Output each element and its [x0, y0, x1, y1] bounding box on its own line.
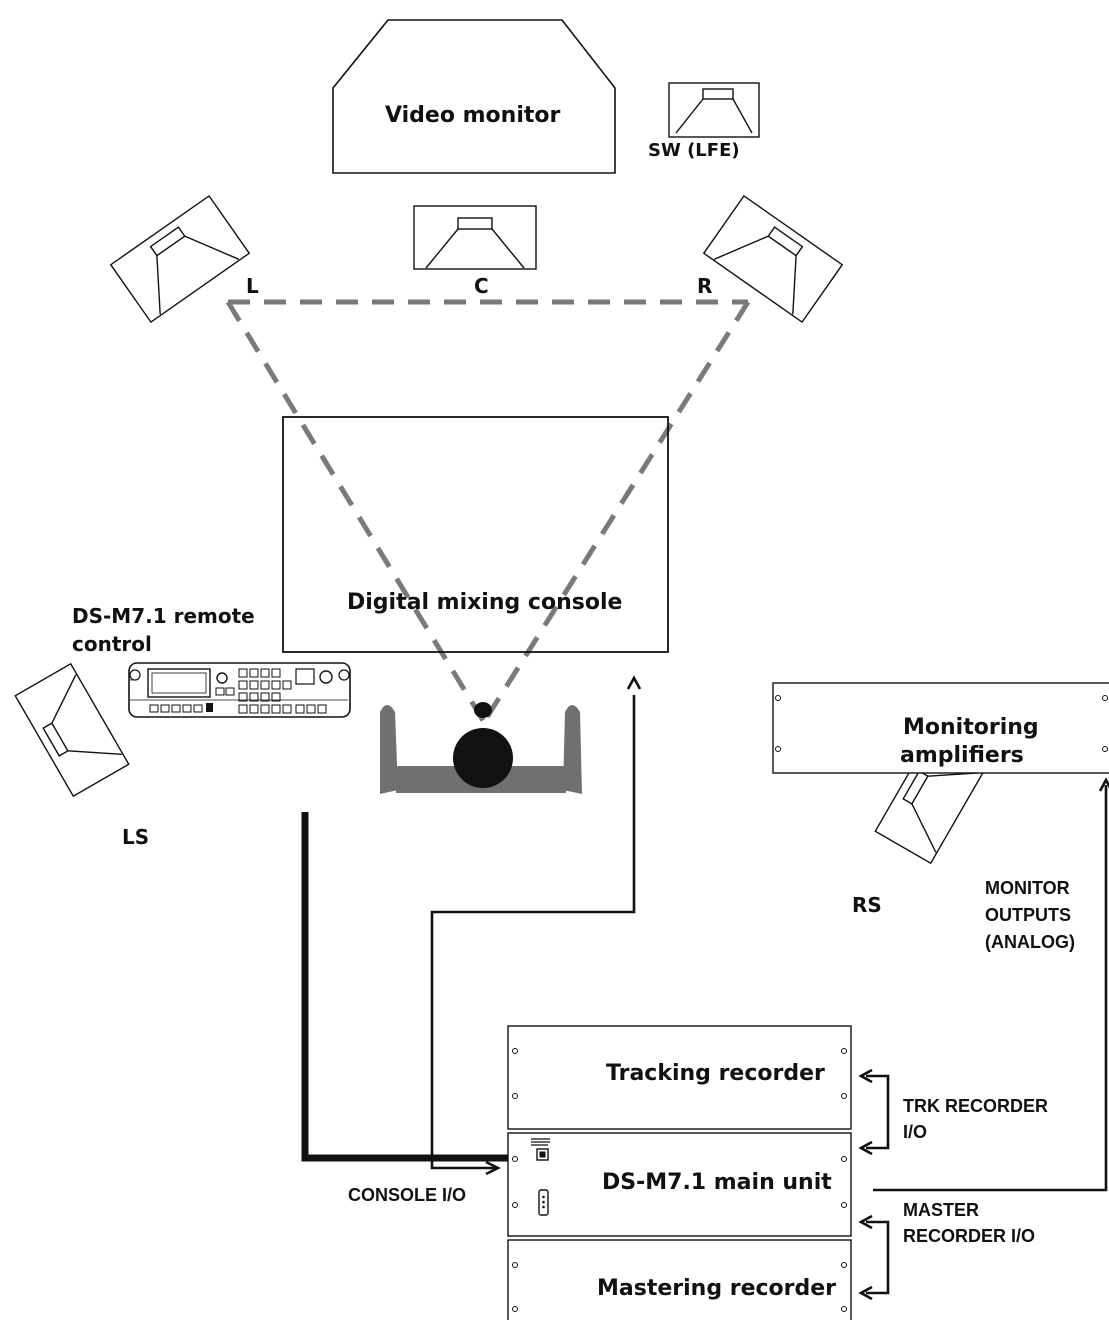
mixing-console — [282, 416, 669, 653]
listener-icon — [380, 702, 582, 794]
remote-cable — [301, 812, 508, 1162]
trk-recorder-io-label-line1: TRK RECORDER — [903, 1096, 1049, 1116]
right-speaker-icon — [702, 194, 844, 324]
console-io-label: CONSOLE I/O — [348, 1185, 467, 1205]
left-speaker-icon — [109, 194, 251, 324]
listening-triangle — [225, 299, 751, 724]
master-arrow-top-icon — [858, 1214, 873, 1230]
remote-control-label-line1: DS-M7.1 remote — [72, 604, 255, 628]
mastering-recorder-label: Mastering recorder — [597, 1276, 837, 1301]
monitor-outputs-arrow-icon — [1098, 777, 1109, 792]
video-monitor-label: Video monitor — [385, 103, 561, 128]
tracking-recorder-label: Tracking recorder — [606, 1061, 825, 1086]
trk-arrow-bottom-icon — [858, 1140, 873, 1156]
remote-control-label-line2: control — [72, 632, 152, 656]
monitoring-amplifiers-label-line2: amplifiers — [900, 743, 1024, 768]
right-surround-label: RS — [852, 893, 882, 917]
monitor-outputs-label-line2: OUTPUTS — [985, 905, 1072, 925]
monitoring-amplifiers-rack — [772, 682, 1109, 774]
monitor-outputs-label-line1: MONITOR — [985, 878, 1070, 898]
trk-arrow-top-icon — [858, 1068, 873, 1084]
master-recorder-io-label-line2: RECORDER I/O — [903, 1226, 1036, 1246]
monitoring-amplifiers-label-line1: Monitoring — [903, 715, 1039, 740]
trk-recorder-io-line — [866, 1074, 890, 1150]
master-recorder-io-label-line1: MASTER — [903, 1200, 979, 1220]
center-speaker-label: C — [474, 274, 489, 298]
subwoofer-speaker-icon — [668, 82, 760, 138]
master-arrow-bottom-icon — [858, 1285, 873, 1301]
console-io-arrow-icon — [485, 1160, 501, 1176]
left-surround-label: LS — [122, 825, 150, 849]
main-unit-rack — [507, 1132, 852, 1237]
subwoofer-label: SW (LFE) — [648, 140, 740, 161]
mastering-recorder-rack — [507, 1239, 852, 1320]
remote-control-icon — [128, 662, 351, 718]
console-up-arrow-icon — [626, 675, 642, 690]
trk-recorder-io-label-line2: I/O — [903, 1122, 928, 1142]
left-surround-speaker-icon — [14, 662, 130, 798]
console-io-line — [430, 695, 636, 1170]
left-speaker-label: L — [246, 274, 259, 298]
monitor-outputs-label-line3: (ANALOG) — [985, 932, 1075, 952]
right-speaker-label: R — [697, 274, 713, 298]
monitor-outputs-line — [873, 785, 1108, 1192]
video-monitor — [332, 19, 616, 174]
tracking-recorder-rack — [507, 1025, 852, 1130]
master-recorder-io-line — [866, 1220, 890, 1295]
mixing-console-label: Digital mixing console — [347, 590, 623, 615]
main-unit-label: DS-M7.1 main unit — [602, 1170, 832, 1195]
center-speaker-icon — [413, 205, 537, 270]
